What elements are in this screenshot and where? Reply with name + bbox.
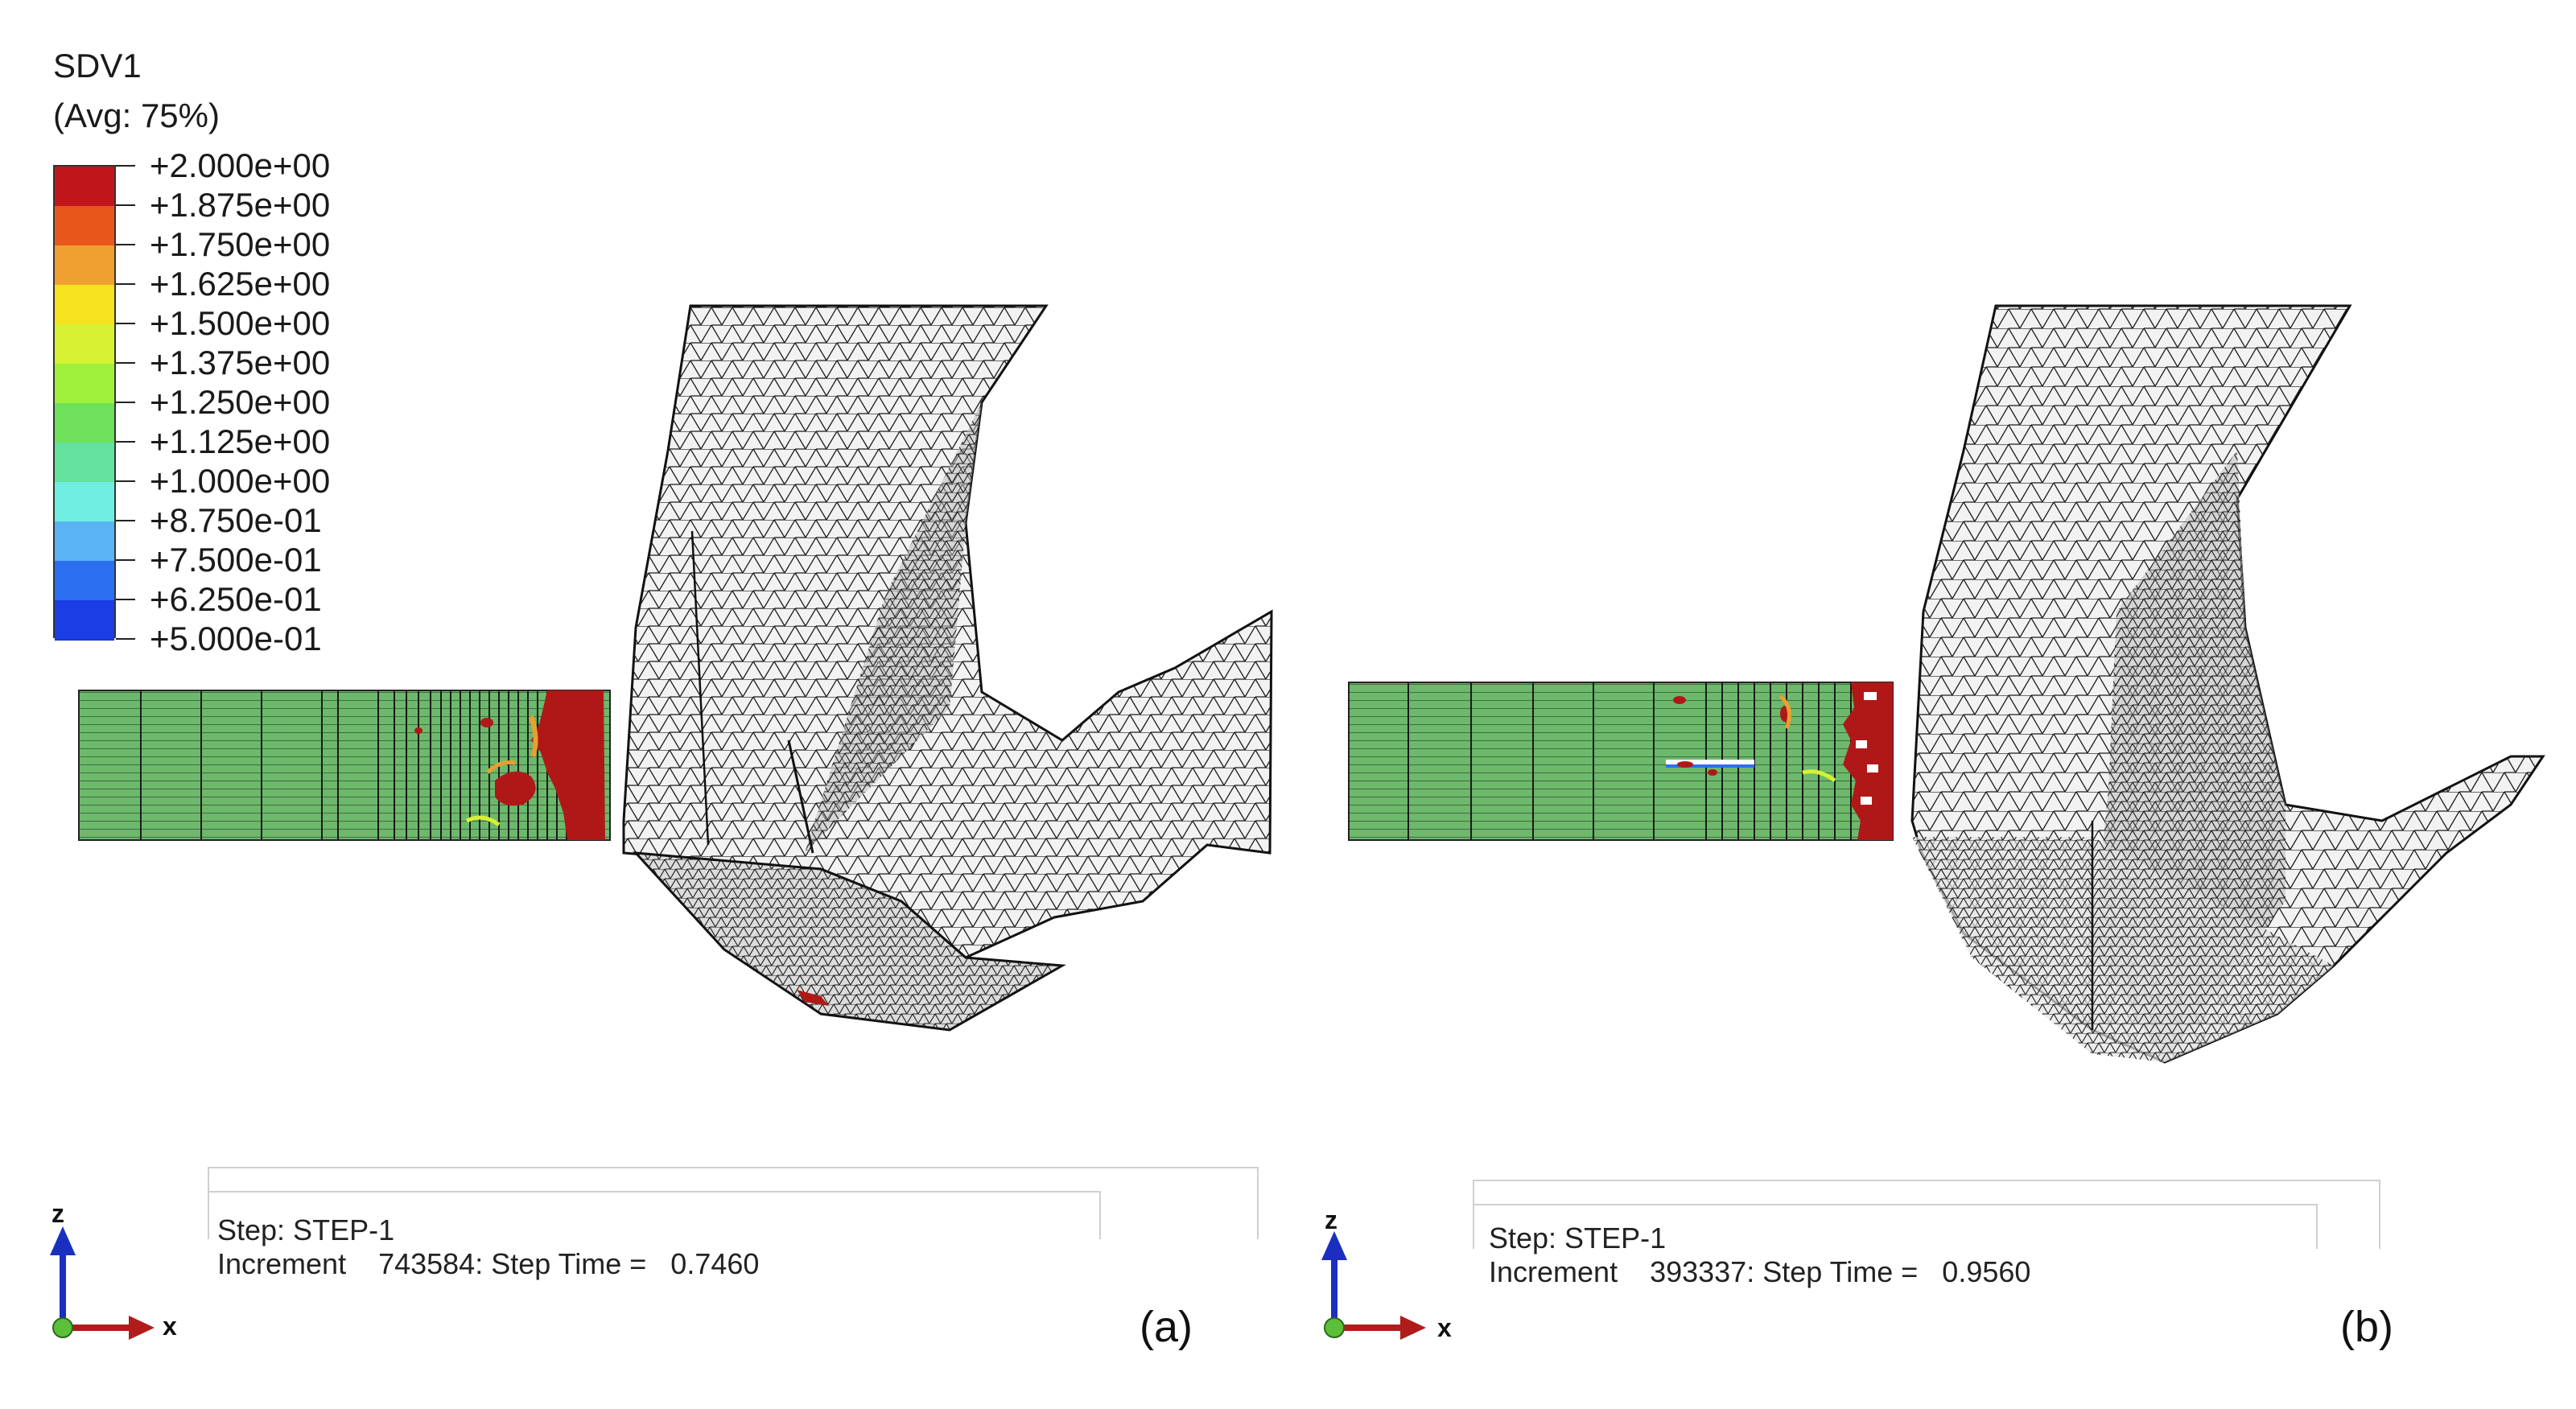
legend-color-band (55, 443, 114, 483)
panel-label-a: (a) (1140, 1303, 1193, 1351)
legend-tick (116, 362, 135, 364)
legend-ticks (116, 165, 140, 640)
panel-a-model-view (78, 304, 1273, 1032)
increment-label-b: Increment 393337: Step Time = 0.9560 (1489, 1255, 2031, 1288)
triad-z-label-a: z (52, 1199, 64, 1228)
axis-triad-icon (1321, 1231, 1426, 1340)
panel-label-b: (b) (2340, 1303, 2393, 1351)
legend-color-band (55, 206, 114, 246)
legend-tick (116, 638, 135, 640)
legend-tick (116, 402, 135, 403)
axis-triad-icon (50, 1226, 155, 1340)
legend-level-label: +1.875e+00 (150, 186, 331, 224)
triad-x-label-a: x (163, 1312, 177, 1341)
legend-color-band (55, 600, 114, 641)
panel-b-model-view (1348, 304, 2545, 1064)
drill-tool-mesh (622, 304, 1273, 1032)
legend-color-band (55, 324, 114, 365)
legend-level-label: +2.000e+00 (150, 146, 331, 184)
legend-color-band (55, 245, 114, 286)
legend-level-label: +1.125e+00 (150, 422, 331, 460)
status-box-b-inner (1473, 1204, 2318, 1249)
legend-tick (116, 480, 135, 482)
legend-color-band (55, 285, 114, 325)
legend-level-label: +1.375e+00 (150, 344, 331, 381)
triad-z-label-b: z (1325, 1205, 1337, 1234)
drill-tool-mesh (1910, 304, 2545, 1064)
legend-tick (116, 165, 135, 167)
status-box-b (1473, 1180, 2380, 1249)
legend-tick (116, 441, 135, 443)
step-label-a: Step: STEP-1 (217, 1213, 395, 1246)
legend-tick (116, 559, 135, 561)
legend-color-band (55, 167, 114, 207)
legend-tick (116, 520, 135, 521)
legend-tick (116, 244, 135, 245)
legend-level-label: +7.500e-01 (150, 541, 322, 579)
step-label-b: Step: STEP-1 (1489, 1222, 1667, 1255)
legend-level-label: +1.000e+00 (150, 462, 331, 500)
legend-tick (116, 323, 135, 324)
legend-variable-name: SDV1 (53, 47, 142, 84)
legend-level-label: +1.625e+00 (150, 265, 331, 303)
legend-level-label: +5.000e-01 (150, 620, 322, 657)
legend-averaging-note: (Avg: 75%) (53, 97, 220, 134)
status-box-a-inner (208, 1191, 1101, 1239)
legend-level-label: +6.250e-01 (150, 580, 322, 618)
legend-tick (116, 599, 135, 600)
triad-x-label-b: x (1437, 1313, 1452, 1342)
legend-color-band (55, 482, 114, 522)
legend-color-bar (53, 165, 116, 641)
workpiece-mesh (1348, 682, 1894, 841)
legend-tick (116, 283, 135, 285)
legend-level-label: +8.750e-01 (150, 501, 322, 539)
legend-level-label: +1.250e+00 (150, 383, 331, 421)
legend-level-label: +1.750e+00 (150, 225, 331, 263)
legend-tick (116, 204, 135, 206)
chip-debris (797, 990, 829, 1006)
status-box-a (208, 1167, 1259, 1239)
legend-level-label: +1.500e+00 (150, 304, 331, 342)
workpiece-mesh (78, 690, 611, 841)
increment-label-a: Increment 743584: Step Time = 0.7460 (217, 1247, 760, 1280)
